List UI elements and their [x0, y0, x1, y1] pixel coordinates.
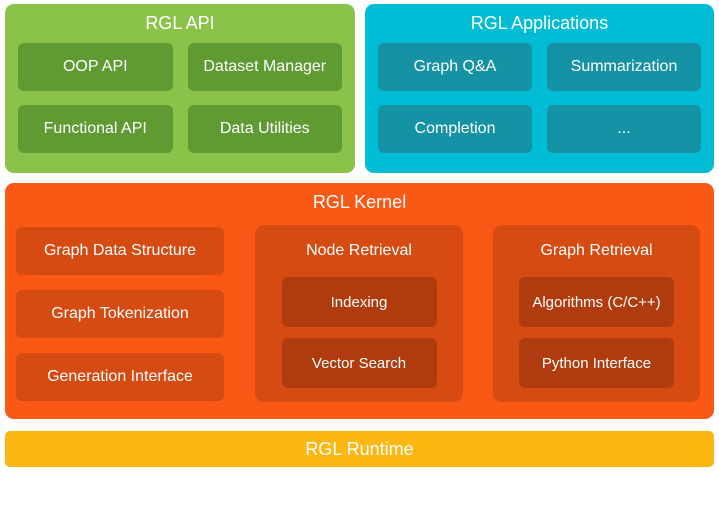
kernel-box-generation-interface: Generation Interface	[16, 353, 224, 401]
rgl-applications-title: RGL Applications	[470, 13, 609, 33]
kernel-box-vector-search: Vector Search	[281, 338, 437, 388]
rgl-api-grid: OOP API Dataset Manager Functional API D…	[5, 33, 355, 153]
kernel-box-graph-data-structure: Graph Data Structure	[16, 227, 224, 275]
rgl-applications-grid: Graph Q&A Summarization Completion ...	[365, 33, 714, 153]
rgl-api-title: RGL API	[145, 13, 215, 33]
node-retrieval-title: Node Retrieval	[306, 242, 412, 259]
graph-retrieval-inner: Algorithms (C/C++) Python Interface	[519, 277, 674, 388]
apps-box-completion: Completion	[378, 105, 532, 153]
api-box-oop-api: OOP API	[18, 43, 173, 91]
graph-retrieval-group: Graph Retrieval Algorithms (C/C++) Pytho…	[493, 225, 700, 402]
api-box-functional-api: Functional API	[18, 105, 173, 153]
kernel-box-graph-tokenization: Graph Tokenization	[16, 290, 224, 338]
rgl-runtime-bar: RGL Runtime	[5, 431, 714, 467]
rgl-kernel-panel: RGL Kernel Graph Data Structure Graph To…	[5, 183, 714, 419]
api-box-dataset-manager: Dataset Manager	[187, 43, 342, 91]
kernel-box-indexing: Indexing	[281, 277, 437, 327]
node-retrieval-inner: Indexing Vector Search	[281, 277, 437, 388]
api-box-data-utilities: Data Utilities	[187, 105, 342, 153]
rgl-runtime-title: RGL Runtime	[305, 438, 414, 459]
rgl-api-panel: RGL API OOP API Dataset Manager Function…	[5, 4, 355, 173]
kernel-box-algorithms-c: Algorithms (C/C++)	[519, 277, 674, 327]
apps-box-ellipsis: ...	[547, 105, 701, 153]
node-retrieval-group: Node Retrieval Indexing Vector Search	[255, 225, 463, 402]
apps-box-summarization: Summarization	[547, 43, 701, 91]
kernel-left-column: Graph Data Structure Graph Tokenization …	[16, 227, 224, 401]
apps-box-graph-qa: Graph Q&A	[378, 43, 532, 91]
graph-retrieval-title: Graph Retrieval	[540, 242, 653, 259]
kernel-box-python-interface: Python Interface	[519, 338, 674, 388]
rgl-kernel-title: RGL Kernel	[312, 192, 407, 212]
rgl-applications-panel: RGL Applications Graph Q&A Summarization…	[365, 4, 714, 173]
